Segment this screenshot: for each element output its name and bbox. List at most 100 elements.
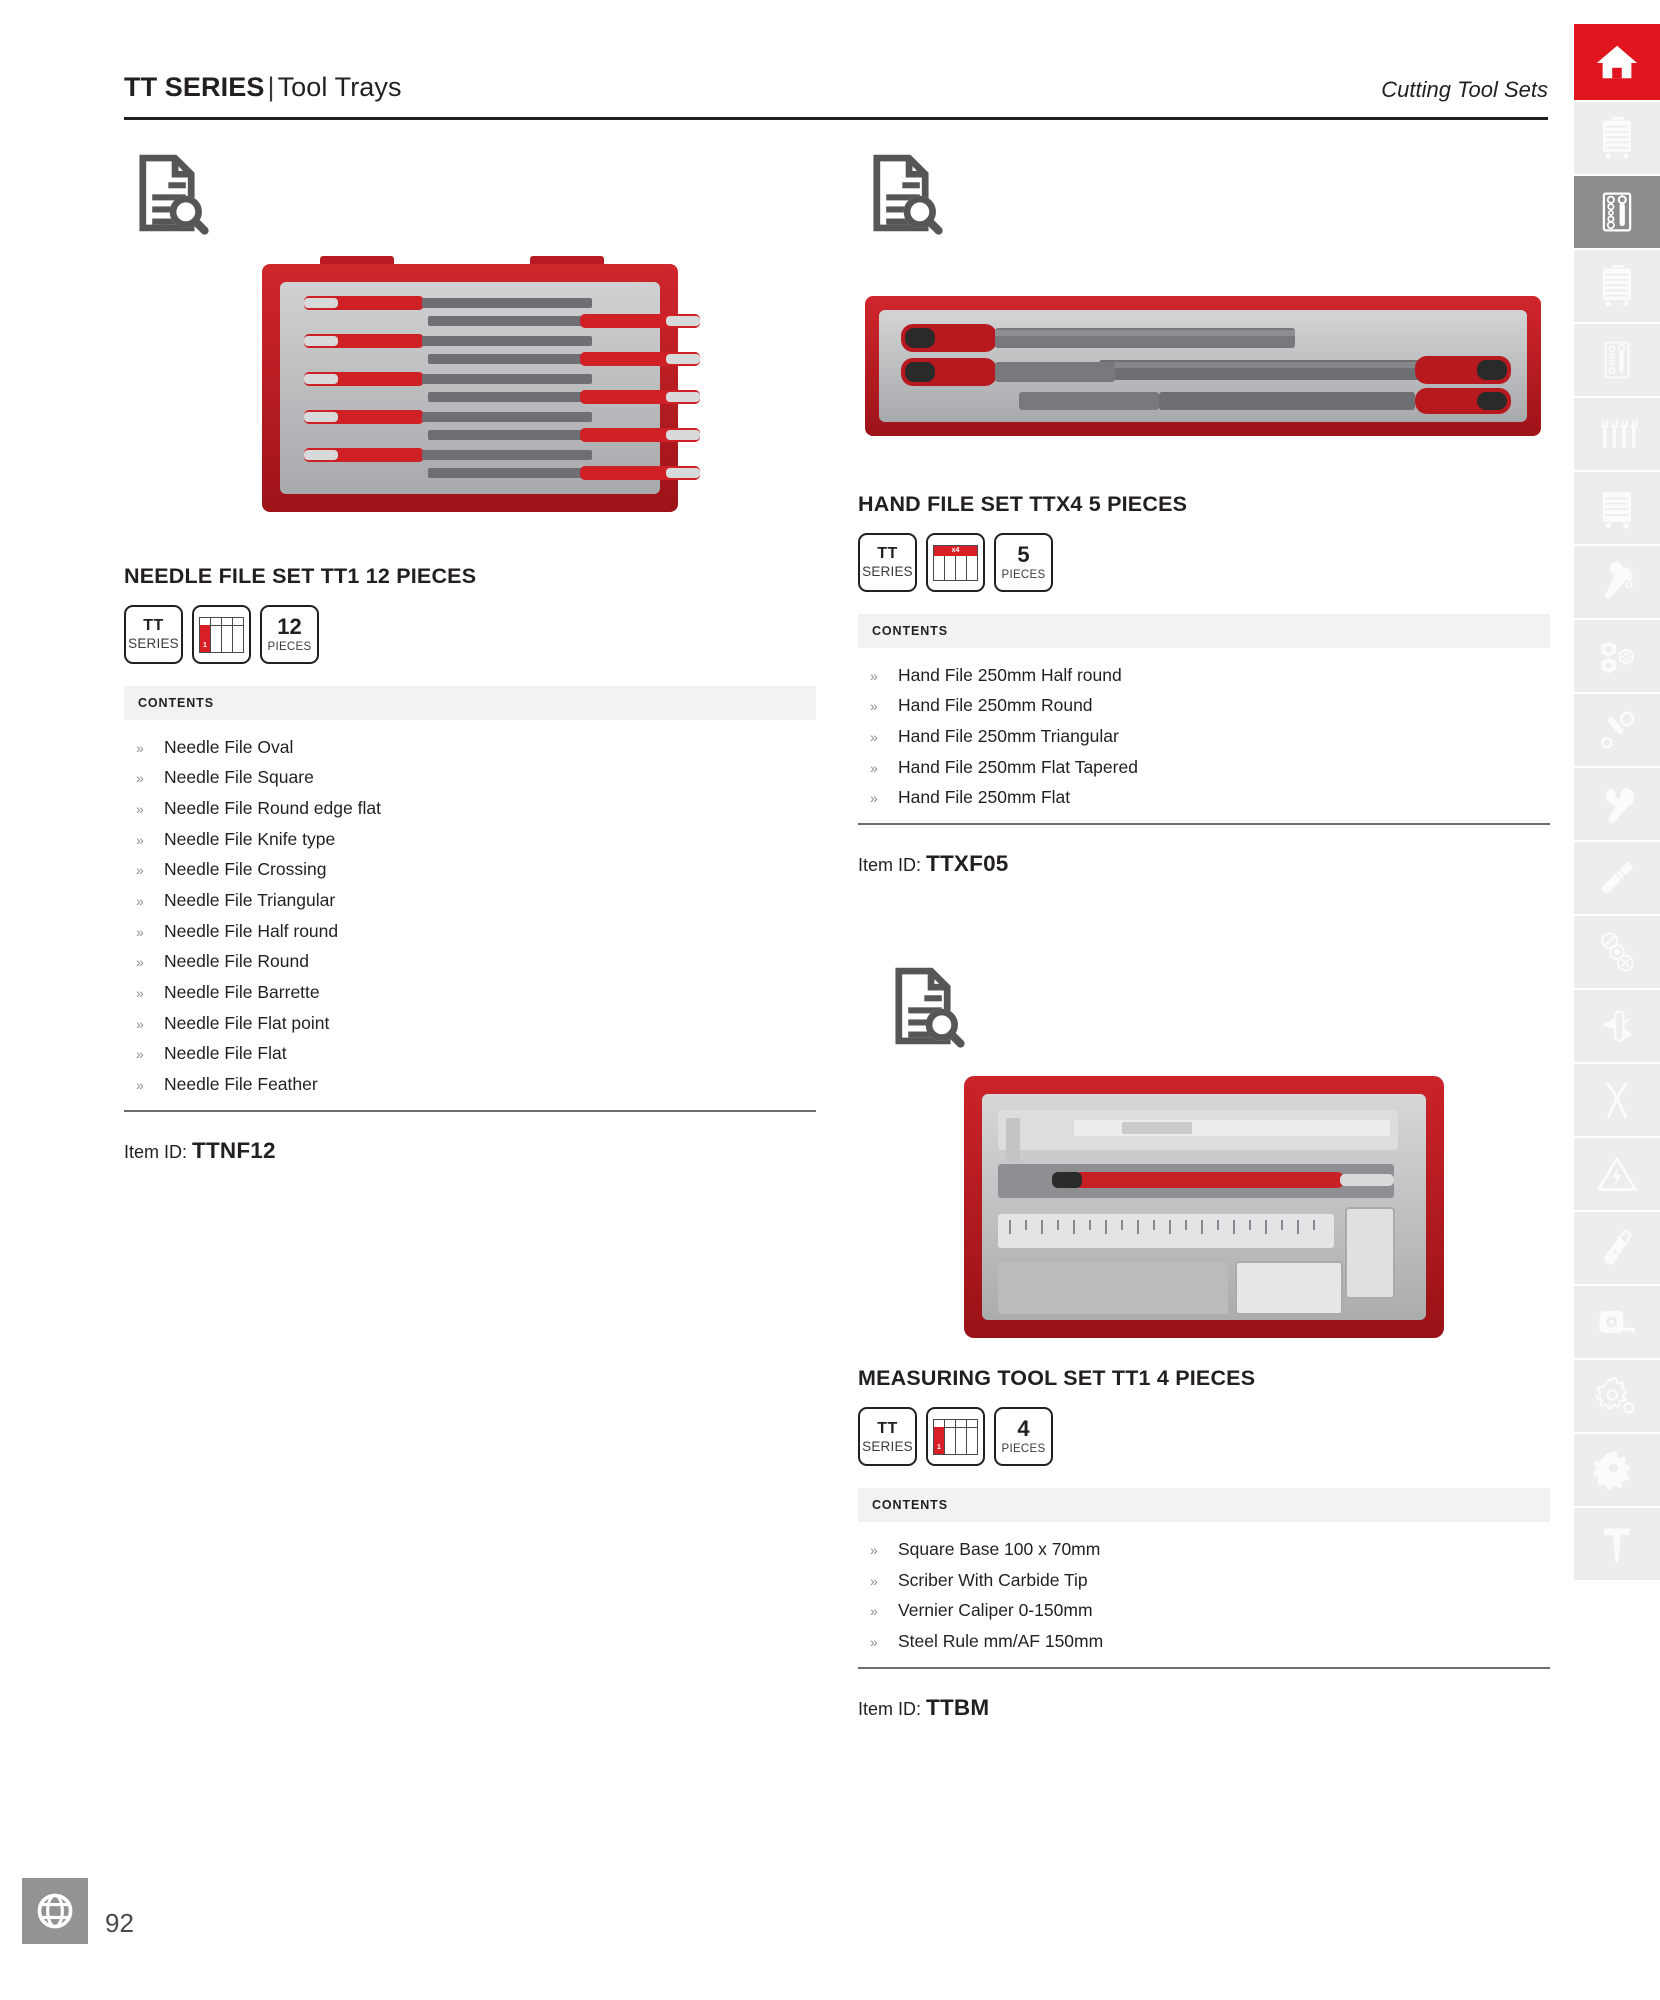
tool-cabinet-icon [1603, 265, 1631, 307]
list-item-label: Needle File Flat point [164, 1012, 330, 1033]
contents-header: CONTENTS [858, 1488, 1550, 1523]
badge-count-value: 4 [1017, 1416, 1030, 1442]
sidebar-item-electrical[interactable] [1574, 1138, 1660, 1210]
language-globe-button[interactable] [22, 1878, 88, 1944]
sidebar-item-hammer[interactable] [1574, 1508, 1660, 1580]
list-item-label: Needle File Oval [164, 736, 294, 757]
sidebar-item-cogs[interactable] [1574, 1434, 1660, 1506]
list-item-label: Needle File Round [164, 951, 309, 972]
electrical-icon [1597, 1157, 1637, 1191]
sidebar-item-spanner-set[interactable] [1574, 398, 1660, 470]
item-id: Item ID: TTNF12 [124, 1138, 816, 1164]
list-item: »Needle File Round [124, 947, 816, 978]
list-item-label: Scriber With Carbide Tip [898, 1569, 1088, 1590]
sidebar-item-pocket-knife[interactable] [1574, 990, 1660, 1062]
sidebar-item-extension-bar[interactable] [1574, 694, 1660, 766]
sidebar-item-cutting-tools[interactable] [1574, 916, 1660, 988]
list-item: » Needle File Crossing [124, 855, 816, 886]
sidebar-item-pliers[interactable] [1574, 1064, 1660, 1136]
document-search-icon[interactable] [880, 963, 966, 1049]
chevron-double-right-icon: » [136, 1015, 144, 1032]
item-id-label: Item ID: [858, 1699, 922, 1720]
sidebar-item-home[interactable] [1574, 24, 1660, 100]
list-item: »Needle File Triangular [124, 885, 816, 916]
sidebar-item-gears[interactable] [1574, 1360, 1660, 1432]
product-needle-file-set: NEEDLE FILE SET TT1 12 PIECES TT SERIES … [124, 150, 816, 1164]
list-item: » Hand File 250mm Flat [858, 783, 1550, 814]
chevron-double-right-icon: » [870, 790, 878, 807]
sidebar-item-ratchet[interactable] [1574, 546, 1660, 618]
badge-group: TT SERIES x4 5 PIECES [858, 533, 1550, 592]
badge-series-line2: SERIES [128, 636, 179, 652]
badge-count-value: 12 [277, 613, 302, 639]
spanner-set-icon [1601, 419, 1638, 449]
left-column: NEEDLE FILE SET TT1 12 PIECES TT SERIES … [124, 150, 816, 1164]
chisel-icon [1604, 1229, 1633, 1265]
document-search-icon[interactable] [124, 150, 816, 236]
sidebar-item-socket-tray[interactable] [1574, 176, 1660, 248]
tool-cabinet-icon [1603, 117, 1631, 159]
badge-count-value: 5 [1017, 541, 1030, 567]
list-item-label: Needle File Crossing [164, 859, 327, 880]
list-item: »Square Base 100 x 70mm [858, 1534, 1550, 1565]
chevron-double-right-icon: » [136, 1046, 144, 1063]
socket-tray-icon [1602, 192, 1632, 232]
sidebar-item-screwdriver[interactable] [1574, 842, 1660, 914]
product-hand-file-set: HAND FILE SET TTX4 5 PIECES TT SERIES x4… [858, 150, 1550, 877]
category-sidebar [1574, 24, 1660, 1582]
chevron-double-right-icon: » [136, 1077, 144, 1094]
chevron-double-right-icon: » [136, 770, 144, 787]
screwdriver-icon [1601, 861, 1634, 894]
sidebar-item-tape-measure[interactable] [1574, 1286, 1660, 1358]
home-icon [1596, 45, 1638, 79]
contents-label: CONTENTS [872, 1498, 948, 1513]
list-item: » Needle File Half round [124, 916, 816, 947]
sidebar-item-tool-cabinet-2[interactable] [1574, 250, 1660, 322]
sidebar-item-roller-cabinet[interactable] [1574, 472, 1660, 544]
chevron-double-right-icon: » [870, 1542, 878, 1559]
item-id-value: TTXF05 [926, 851, 1009, 877]
contents-label: CONTENTS [872, 624, 948, 638]
chevron-double-right-icon: » [136, 923, 144, 940]
list-item-label: Needle File Flat [164, 1043, 287, 1064]
list-item-label: Hand File 250mm Half round [898, 664, 1122, 685]
badge-group: TT SERIES 1 4 PIECES [858, 1407, 1550, 1467]
badge-series-line1: TT [877, 545, 898, 563]
chevron-double-right-icon: » [870, 759, 878, 776]
product-title: MEASURING TOOL SET TT1 4 PIECES [858, 1366, 1256, 1391]
badge-series-line1: TT [143, 617, 164, 635]
chevron-double-right-icon: » [136, 800, 144, 817]
list-item-label: Hand File 250mm Flat [898, 787, 1071, 808]
list-item: »Needle File Feather [124, 1070, 816, 1101]
chevron-double-right-icon: » [136, 862, 144, 879]
list-item-label: Needle File Half round [164, 920, 339, 941]
pliers-icon [1606, 1082, 1628, 1119]
badge-count-label: PIECES [1001, 1443, 1046, 1456]
product-image-hand-file-set [858, 284, 1550, 474]
item-id-value: TTBM [926, 1695, 990, 1721]
product-title: HAND FILE SET TTX4 5 PIECES [858, 492, 1188, 516]
badge-count-label: PIECES [267, 640, 312, 653]
badge-series-line2: SERIES [862, 1438, 913, 1454]
list-item: »Steel Rule mm/AF 150mm [858, 1627, 1550, 1658]
sidebar-item-screwdriver-tray[interactable] [1574, 324, 1660, 396]
badge-series-line2: SERIES [862, 564, 913, 580]
sidebar-item-sockets[interactable] [1574, 620, 1660, 692]
sidebar-item-tool-cabinet[interactable] [1574, 102, 1660, 174]
chevron-double-right-icon: » [870, 1572, 878, 1589]
list-item: »Needle File Square [124, 763, 816, 794]
sidebar-item-wrench[interactable] [1574, 768, 1660, 840]
chevron-double-right-icon: » [870, 1603, 878, 1620]
globe-icon [37, 1893, 73, 1929]
item-id-label: Item ID: [858, 855, 922, 876]
page-number: 92 [105, 1908, 134, 1938]
page-header: TT SERIES|Tool Trays Cutting Tool Sets [124, 72, 1548, 120]
badge-count-label: PIECES [1001, 568, 1046, 581]
document-search-icon[interactable] [858, 150, 1550, 236]
list-item-label: Hand File 250mm Flat Tapered [898, 756, 1138, 777]
badge-group: TT SERIES 1 12 PIECES [124, 605, 816, 664]
badge-tray-label: 1 [203, 641, 207, 649]
sidebar-item-chisel[interactable] [1574, 1212, 1660, 1284]
product-measuring-tool-set: MEASURING TOOL SET TT1 4 PIECES TT SERIE… [858, 963, 1550, 1721]
